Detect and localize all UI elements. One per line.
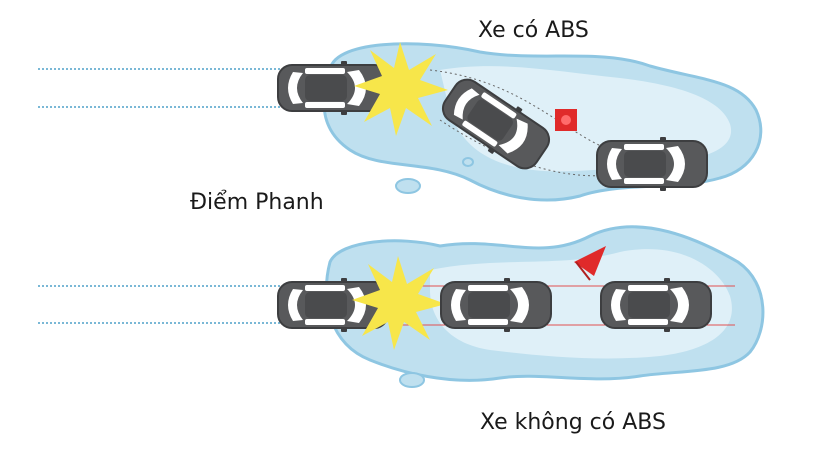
trajectory-line: [439, 119, 611, 177]
water-splash: [395, 178, 421, 194]
car-end-no-abs: [600, 277, 712, 333]
water-splash: [399, 372, 425, 388]
water-splash: [462, 157, 474, 167]
no-abs-scenario: [38, 225, 765, 388]
label-with-abs: Xe có ABS: [478, 18, 589, 43]
label-without-abs: Xe không có ABS: [480, 410, 666, 435]
abs-scenario: [38, 42, 763, 202]
car-skidding-no-abs: [440, 277, 552, 333]
red-square-marker-dot: [561, 115, 571, 125]
trajectory-line: [429, 69, 611, 151]
label-braking-point: Điểm Phanh: [190, 190, 324, 215]
red-flag-marker-icon: [574, 246, 606, 276]
car-end-abs: [596, 136, 708, 192]
red-flag-pole: [575, 261, 591, 281]
